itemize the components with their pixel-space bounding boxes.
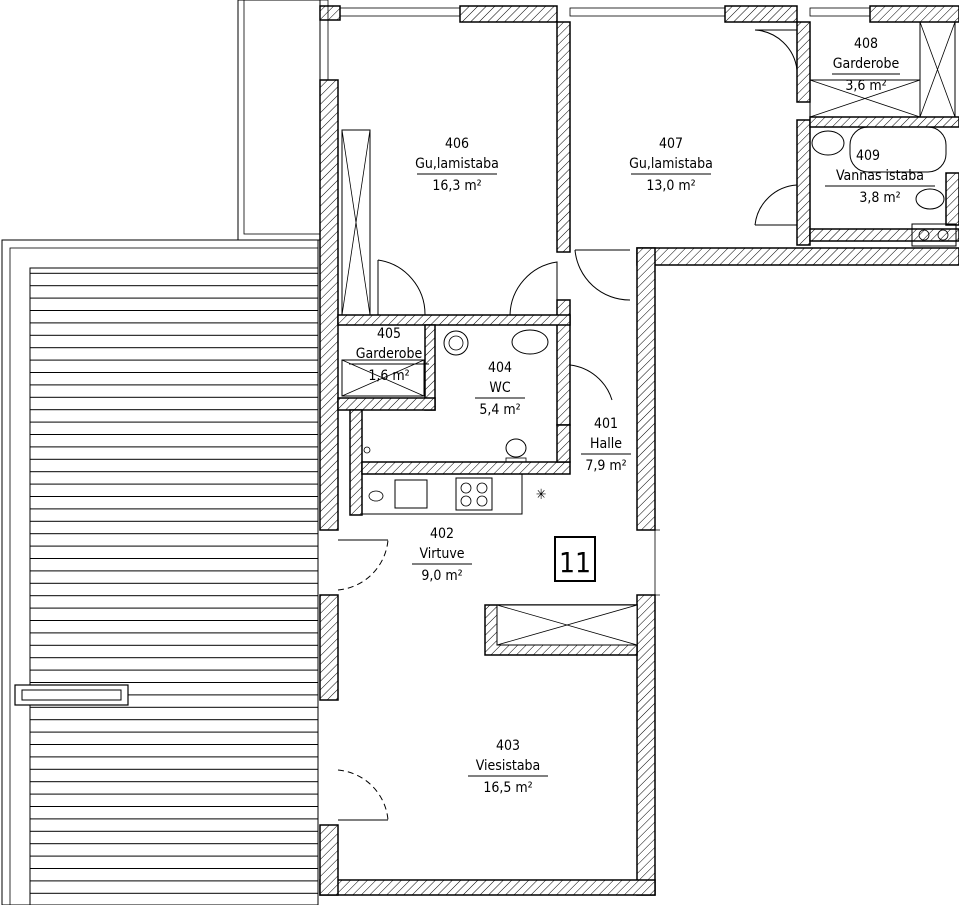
room-name: Gu,lamistaba xyxy=(415,156,499,172)
room-area: 3,6 m² xyxy=(845,78,886,94)
svg-text:11: 11 xyxy=(559,546,591,579)
room-number: 403 xyxy=(496,738,520,754)
room-number: 405 xyxy=(377,326,401,342)
kitchen-sink-icon xyxy=(394,479,428,509)
kitchen-counter xyxy=(361,473,523,515)
stove-icon xyxy=(455,477,493,511)
washing-machine-icon xyxy=(443,330,469,356)
room-area: 5,4 m² xyxy=(479,402,520,418)
doors[interactable] xyxy=(337,29,798,821)
sink-icon xyxy=(511,329,549,355)
bathtub-icon xyxy=(849,126,947,173)
balcony-outline xyxy=(237,0,321,241)
hob-icon xyxy=(911,223,957,247)
room-name: Gu,lamistaba xyxy=(629,156,713,172)
room-number: 402 xyxy=(430,526,454,542)
room-area: 9,0 m² xyxy=(421,568,462,584)
room-number: 408 xyxy=(854,36,878,52)
room-number: 404 xyxy=(488,360,512,376)
room-area: 1,6 m² xyxy=(368,368,409,384)
fixtures: ✳ xyxy=(361,126,957,515)
terrace xyxy=(1,239,319,905)
room-name: Virtuve xyxy=(419,546,464,562)
room-number: 401 xyxy=(594,416,618,432)
fan-icon: ✳ xyxy=(536,487,547,503)
room-area: 3,8 m² xyxy=(859,190,900,206)
wardrobe-symbols xyxy=(341,21,956,397)
room-area: 13,0 m² xyxy=(646,178,695,194)
room-area: 7,9 m² xyxy=(585,458,626,474)
room-number: 406 xyxy=(445,136,469,152)
room-name: Viesistaba xyxy=(476,758,541,774)
bath-toilet-icon xyxy=(915,188,945,210)
bath-sink-icon xyxy=(811,130,845,156)
room-number: 409 xyxy=(856,148,880,164)
room-number: 407 xyxy=(659,136,683,152)
room-area: 16,5 m² xyxy=(483,780,532,796)
room-name: Garderobe xyxy=(833,56,900,72)
room-area: 16,3 m² xyxy=(432,178,481,194)
toilet-icon xyxy=(505,438,527,458)
walls xyxy=(319,0,959,896)
room-name: Halle xyxy=(590,436,622,452)
room-name: Garderobe xyxy=(356,346,423,362)
room-name: WC xyxy=(489,380,510,396)
room-name: Vannas istaba xyxy=(836,168,924,184)
apartment-number-box: 11 xyxy=(554,536,596,582)
